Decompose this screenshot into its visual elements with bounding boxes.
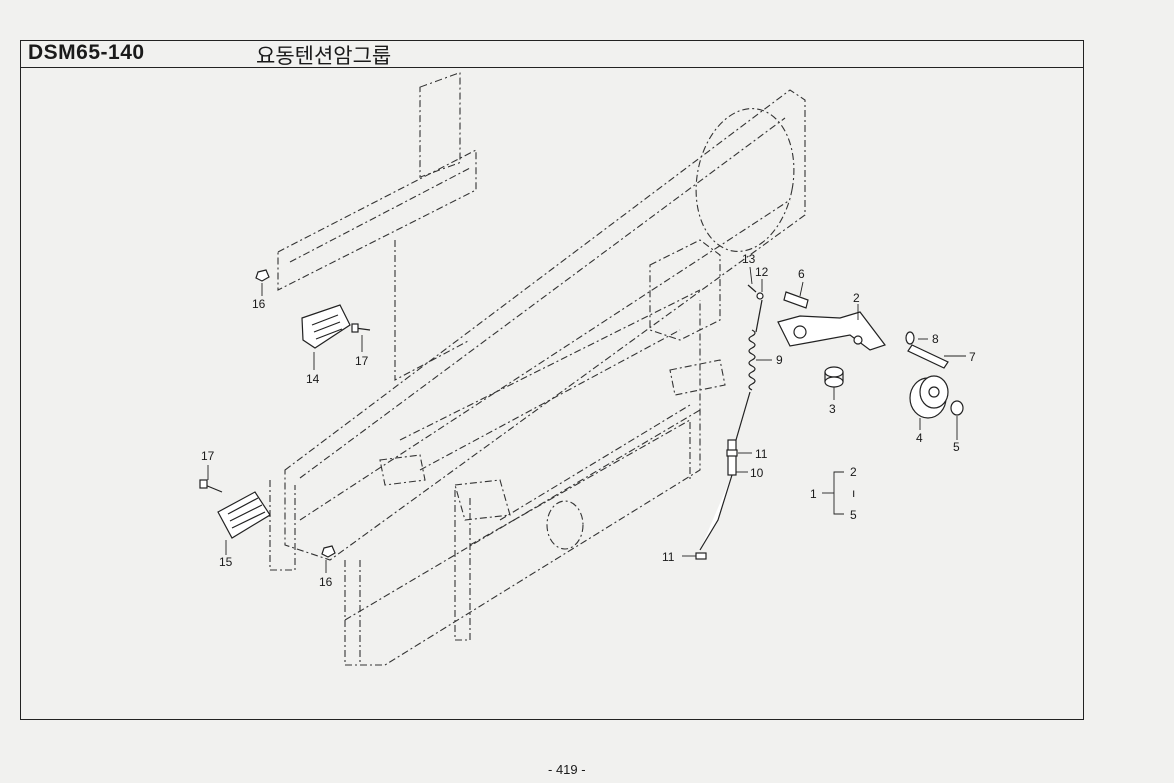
callout-11a: 11 [755,447,768,461]
callout-8: 8 [932,332,939,346]
leader-lines [207,266,966,573]
drawing-frame [20,40,1084,720]
bolt-17b [204,484,223,493]
nut-11b [695,552,707,560]
parts [199,269,964,560]
assembly-mid: ı [852,486,855,500]
callout-2: 2 [853,291,860,305]
callout-13: 13 [742,252,756,266]
assembly-bottom: 5 [850,508,857,522]
callout-3: 3 [829,402,836,416]
callout-6: 6 [798,267,805,281]
assembly-label: 1 [810,487,817,501]
callout-16a: 16 [252,297,266,311]
frame-structure [269,71,806,666]
callout-4: 4 [916,431,923,445]
pin-8 [905,331,915,345]
callout-16b: 16 [319,575,333,589]
cover-plate-14 [301,304,351,349]
pin-6 [783,291,809,309]
callout-15: 15 [219,555,233,569]
washer-12 [756,292,764,300]
pin-13 [747,284,757,293]
callout-10: 10 [750,466,764,480]
callout-7: 7 [969,350,976,364]
group-title: 요동텐션암그룹 [256,44,392,68]
callout-12: 12 [755,265,769,279]
header-bar: DSM65-140 요동텐션암그룹 [20,40,1084,68]
callout-17b: 17 [201,449,215,463]
shaft-7 [907,344,949,369]
nut-11a [726,449,738,457]
spring-9 [748,329,756,391]
cover-plate-15 [217,491,271,539]
nut-16a [255,269,270,282]
callout-14: 14 [306,372,320,386]
assembly-top: 2 [850,465,857,479]
snap-ring-5 [950,400,964,416]
bushing-3 [824,366,844,378]
nut-16b [321,545,336,558]
page-number: - 419 - [548,762,586,777]
model-code: DSM65-140 [28,41,145,64]
callout-11b: 11 [662,550,675,564]
callout-9: 9 [776,353,783,367]
rod-10 [727,439,737,476]
callout-17a: 17 [355,354,369,368]
callout-labels: 16 14 17 17 15 16 13 12 6 2 8 7 9 3 4 5 … [201,252,976,589]
callout-5: 5 [953,440,960,454]
